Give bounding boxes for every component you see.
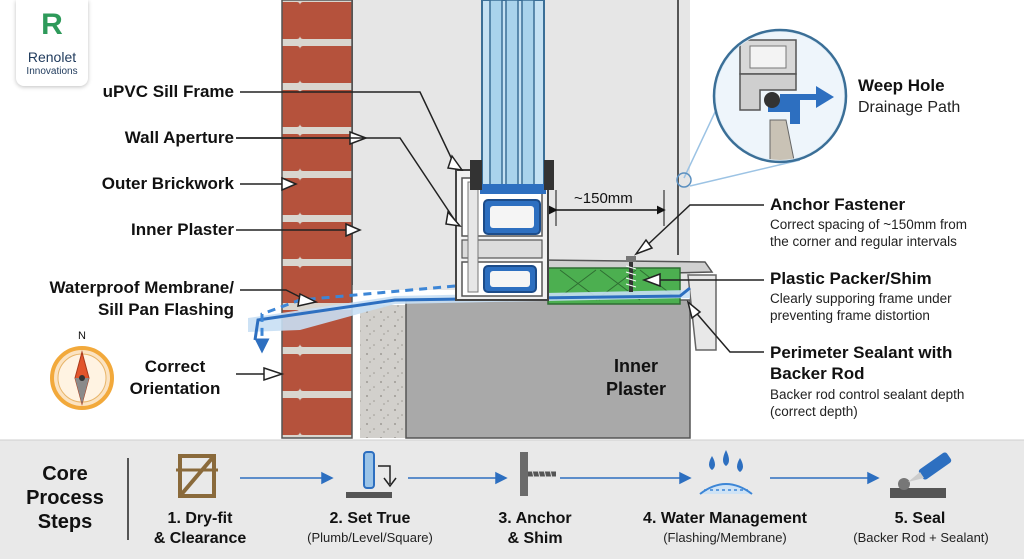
weep-hole-detail	[712, 28, 848, 164]
brand-logo: R Renolet Innovations	[16, 0, 88, 86]
sill-pan-flashing	[253, 286, 691, 341]
label-inner-plaster-center-line2: Plaster	[605, 379, 667, 399]
weep-hole-marker	[676, 172, 692, 188]
anchor-line1: Correct spacing of ~150mm from	[770, 217, 967, 232]
sealant-line1: Backer rod control sealant depth	[770, 387, 965, 402]
packer-line2: preventing frame distortion	[770, 308, 930, 323]
dry-fit-frame-icon	[176, 454, 218, 498]
packer-line1: Clearly supporing frame under	[770, 291, 952, 306]
label-orientation-line2: Orientation	[129, 379, 221, 398]
outer-brickwork	[282, 0, 352, 438]
label-outer-brickwork: Outer Brickwork	[101, 174, 234, 193]
label-inner-plaster: Inner Plaster	[131, 220, 234, 239]
sealant-title-line2: Backer Rod	[770, 364, 865, 383]
process-panel	[0, 440, 1024, 559]
screw-icon	[520, 452, 556, 496]
logo-name: Renolet	[27, 49, 77, 65]
triple-glazing	[470, 0, 554, 194]
step-5-subtitle: (Backer Rod + Sealant)	[853, 530, 989, 545]
label-inner-plaster-center-line1: Inner	[613, 356, 658, 376]
label-membrane-line1: Waterproof Membrane/	[49, 278, 234, 297]
dimension-label: ~150mm	[574, 190, 633, 207]
inner-sealant-bead	[687, 274, 717, 351]
concrete-block	[360, 305, 408, 438]
logo-mark: R	[41, 8, 63, 41]
logo-tagline: Innovations	[26, 66, 78, 77]
compass-icon	[50, 346, 114, 410]
compass-north-label: N	[78, 330, 86, 342]
step-1-title: 1. Dry-fit	[167, 510, 233, 527]
step-4-subtitle: (Flashing/Membrane)	[663, 530, 787, 545]
sealant-tube-icon	[890, 452, 952, 498]
process-heading-line3: Steps	[37, 511, 93, 533]
inner-plaster-block	[406, 300, 690, 438]
step-5-title: 5. Seal	[894, 510, 946, 527]
sealant-line2: (correct depth)	[770, 404, 858, 419]
process-heading-line2: Process	[26, 487, 104, 509]
anchor-title: Anchor Fastener	[770, 195, 906, 214]
label-wall-aperture: Wall Aperture	[124, 128, 234, 147]
weep-hole-title: Weep Hole	[858, 76, 945, 95]
anchor-screw	[625, 256, 637, 292]
step-1-line2: & Clearance	[153, 530, 247, 547]
step-4-title: 4. Water Management	[643, 510, 807, 527]
step-3-line2: & Shim	[507, 530, 563, 547]
water-drops-icon	[699, 450, 753, 495]
drainage-flow-arrow	[254, 284, 456, 354]
label-upvc-sill-frame: uPVC Sill Frame	[102, 82, 234, 101]
label-orientation-line1: Correct	[144, 357, 206, 376]
step-2-title: 2. Set True	[329, 510, 411, 527]
step-2-subtitle: (Plumb/Level/Square)	[307, 530, 433, 545]
process-heading-line1: Core	[42, 463, 88, 485]
level-icon	[346, 451, 397, 498]
packer-title: Plastic Packer/Shim	[770, 269, 932, 288]
weep-hole-subtitle: Drainage Path	[858, 99, 961, 116]
step-3-title: 3. Anchor	[498, 510, 572, 527]
anchor-line2: the corner and regular intervals	[770, 234, 957, 249]
sealant-title-line1: Perimeter Sealant with	[770, 343, 953, 362]
label-membrane-line2: Sill Pan Flashing	[97, 300, 234, 319]
